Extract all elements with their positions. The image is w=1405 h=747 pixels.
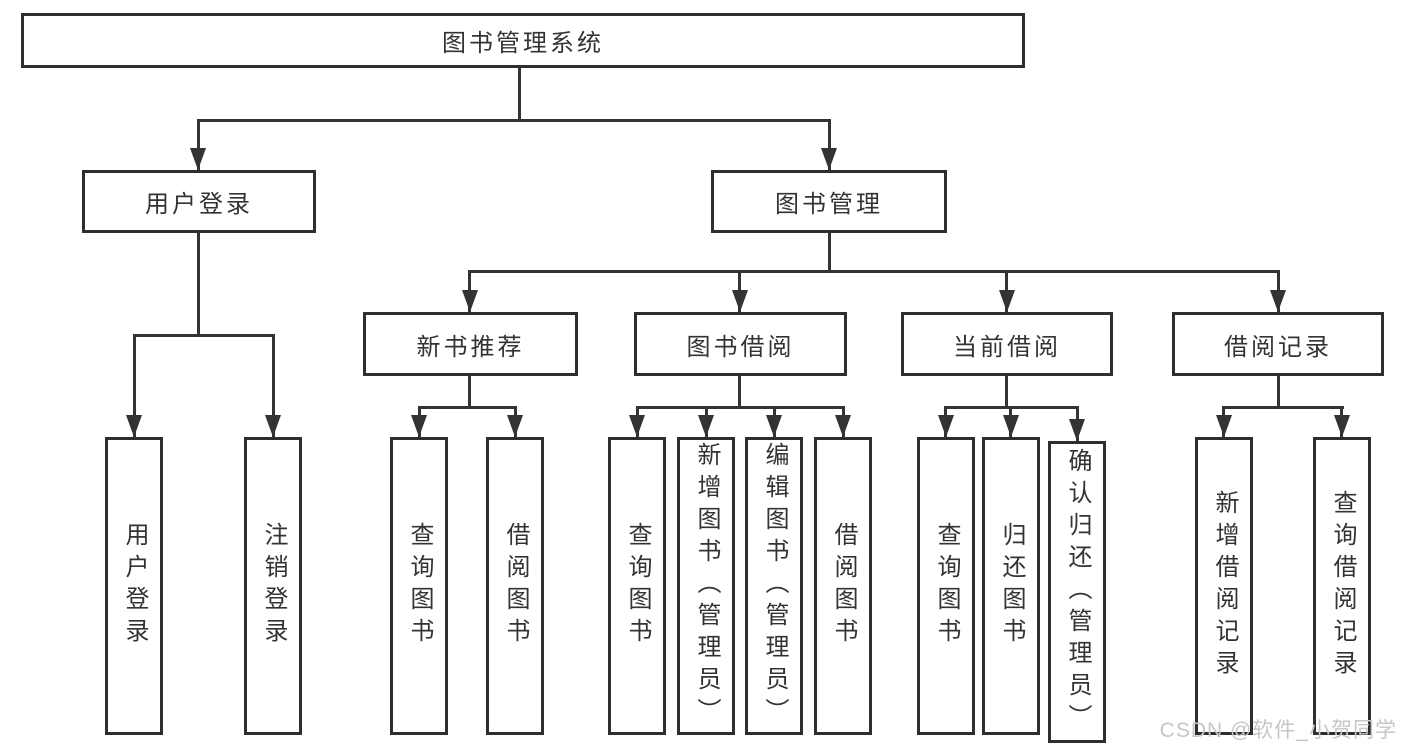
leaf-query-books-borrowing: 查询图书 — [608, 437, 666, 735]
leaf-label: 用户登录 — [121, 522, 148, 650]
leaf-label: 归还图书 — [998, 522, 1025, 650]
arrow-down-icon — [732, 290, 748, 312]
leaf-label: 借阅图书 — [502, 522, 529, 650]
node-current-borrowing: 当前借阅 — [901, 312, 1113, 376]
leaf-edit-books-admin: 编辑图书（管理员） — [745, 437, 803, 735]
node-library-management-system: 图书管理系统 — [21, 13, 1025, 68]
arrow-down-icon — [190, 148, 206, 170]
leaf-label: 查询借阅记录 — [1329, 490, 1356, 682]
connector-vline — [468, 376, 471, 409]
arrow-down-icon — [821, 148, 837, 170]
connector-hline — [1222, 406, 1344, 409]
arrow-down-icon — [1003, 415, 1019, 437]
connector-hline — [418, 406, 517, 409]
leaf-borrow-books: 借阅图书 — [814, 437, 872, 735]
leaf-return-books: 归还图书 — [982, 437, 1040, 735]
arrow-down-icon — [126, 415, 142, 437]
connector-hline — [197, 119, 831, 122]
connector-vline — [828, 232, 831, 273]
leaf-label: 新增图书（管理员） — [693, 442, 720, 730]
arrow-down-icon — [766, 415, 782, 437]
arrow-down-icon — [1216, 415, 1232, 437]
leaf-label: 确认归还（管理员） — [1064, 448, 1091, 736]
leaf-add-books-admin: 新增图书（管理员） — [677, 437, 735, 735]
leaf-label: 查询图书 — [933, 522, 960, 650]
node-book-borrowing: 图书借阅 — [634, 312, 847, 376]
node-new-book-recommendation: 新书推荐 — [363, 312, 578, 376]
leaf-borrow-books-recommend: 借阅图书 — [486, 437, 544, 735]
arrow-down-icon — [698, 415, 714, 437]
leaf-label: 注销登录 — [260, 522, 287, 650]
leaf-user-login: 用户登录 — [105, 437, 163, 735]
node-user-login: 用户登录 — [82, 170, 316, 233]
connector-hline — [636, 406, 845, 409]
connector-vline — [197, 119, 200, 170]
arrow-down-icon — [411, 415, 427, 437]
leaf-query-books-recommend: 查询图书 — [390, 437, 448, 735]
connector-vline — [738, 376, 741, 409]
arrow-down-icon — [999, 290, 1015, 312]
leaf-label: 借阅图书 — [830, 522, 857, 650]
arrow-down-icon — [835, 415, 851, 437]
leaf-logout: 注销登录 — [244, 437, 302, 735]
arrow-down-icon — [507, 415, 523, 437]
node-borrowing-records: 借阅记录 — [1172, 312, 1384, 376]
connector-vline — [828, 119, 831, 170]
leaf-label: 编辑图书（管理员） — [761, 442, 788, 730]
arrow-down-icon — [629, 415, 645, 437]
csdn-watermark: CSDN @软件_小贺同学 — [1159, 719, 1397, 742]
arrow-down-icon — [1069, 419, 1085, 441]
leaf-confirm-return-admin: 确认归还（管理员） — [1048, 441, 1106, 743]
arrow-down-icon — [462, 290, 478, 312]
connector-vline — [197, 232, 200, 336]
connector-vline — [518, 68, 521, 120]
leaf-query-borrow-record: 查询借阅记录 — [1313, 437, 1371, 735]
leaf-label: 新增借阅记录 — [1211, 490, 1238, 682]
connector-hline — [133, 334, 275, 337]
leaf-query-books-current: 查询图书 — [917, 437, 975, 735]
leaf-label: 查询图书 — [624, 522, 651, 650]
leaf-label: 查询图书 — [406, 522, 433, 650]
connector-vline — [272, 334, 275, 437]
connector-vline — [1277, 376, 1280, 409]
arrow-down-icon — [938, 415, 954, 437]
arrow-down-icon — [1334, 415, 1350, 437]
node-book-management: 图书管理 — [711, 170, 947, 233]
leaf-add-borrow-record: 新增借阅记录 — [1195, 437, 1253, 735]
connector-vline — [1005, 376, 1008, 409]
connector-hline — [468, 270, 1280, 273]
connector-vline — [133, 334, 136, 437]
arrow-down-icon — [1270, 290, 1286, 312]
arrow-down-icon — [265, 415, 281, 437]
